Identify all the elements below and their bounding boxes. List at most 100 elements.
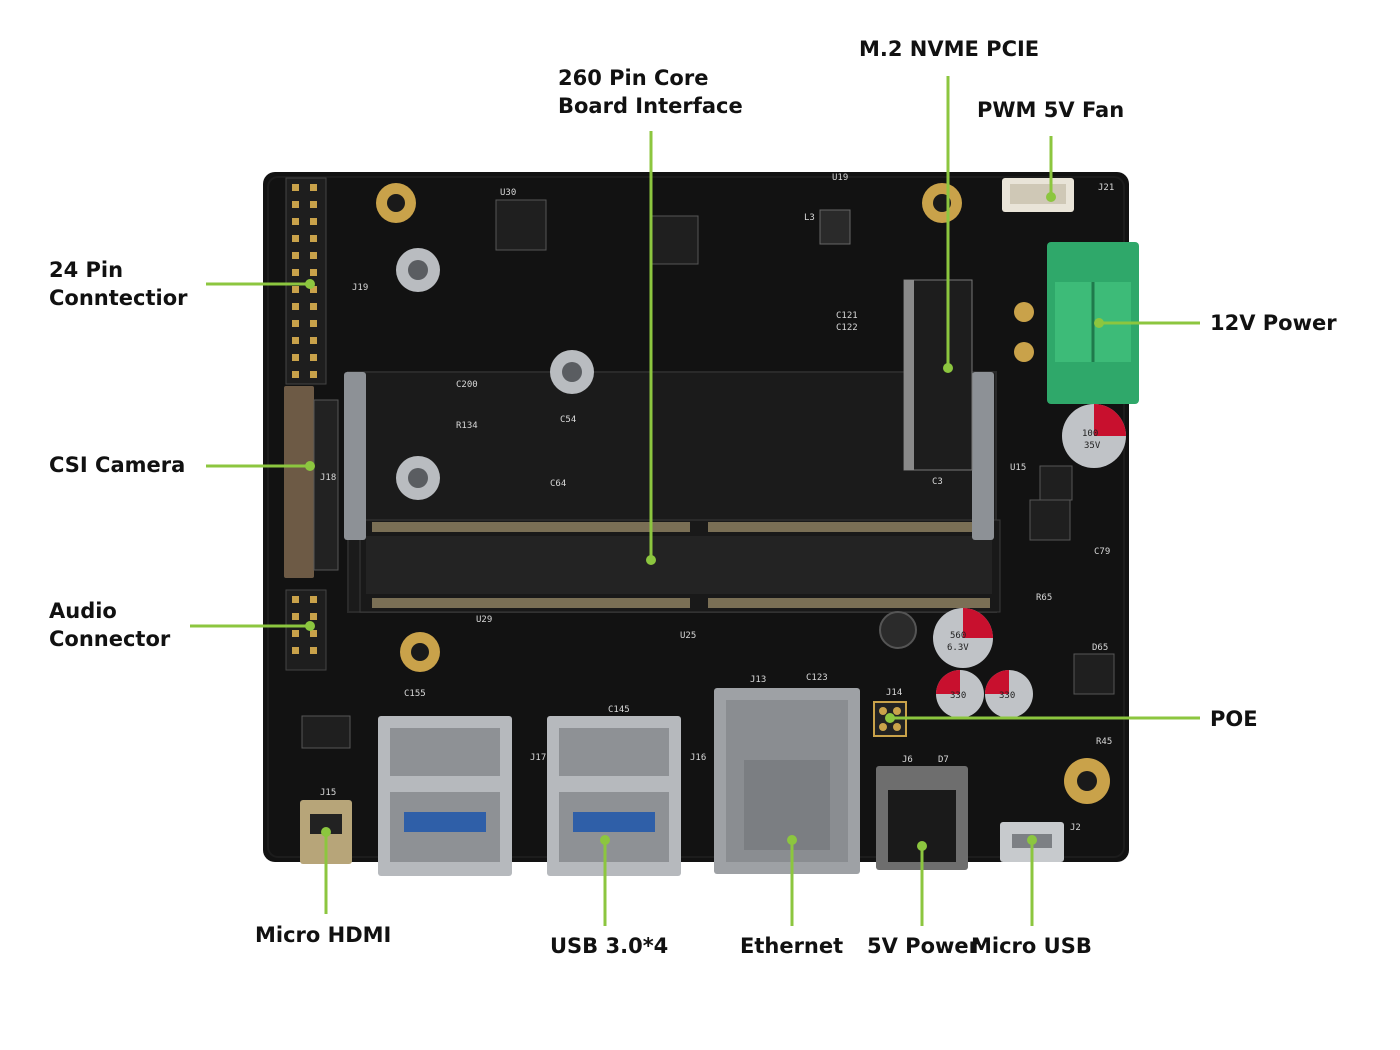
header-pin [292,184,299,191]
label-poe: POE [1210,707,1258,731]
audio-pin [310,596,317,603]
cap-text-100: 100 [1082,429,1098,439]
audio-pin [292,630,299,637]
pad-12v [1014,302,1034,322]
silk-l3: L3 [804,213,815,223]
silk-j16: J16 [690,753,706,763]
audio-pin [310,630,317,637]
silk-r134: R134 [456,421,478,431]
socket-pins-top-right [708,522,990,532]
silk-r45: R45 [1096,737,1112,747]
callout-hdmi-dot [321,827,331,837]
label-micro-hdmi: Micro HDMI [255,923,392,947]
capacitor-560 [933,608,993,668]
socket-latch-right [972,372,994,540]
silk-j6: J6 [902,755,913,765]
header-pin [292,320,299,327]
ic-u16 [1029,499,1071,541]
header-pin [310,184,317,191]
callout-12v-dot [1094,318,1104,328]
header-pin [310,286,317,293]
header-pin [310,252,317,259]
header-pin [310,320,317,327]
socket-pins-bottom-right [708,598,990,608]
silk-c123: C123 [806,673,828,683]
header-pin [292,218,299,225]
capacitor-330-b [985,670,1033,718]
label-csi-camera: CSI Camera [49,453,186,477]
ic-d65 [1073,653,1115,695]
silkscreen: U30 U19 L3 U15 J13 J14 J6 D7 J21 J19 J18… [320,173,1114,833]
silk-j2: J2 [1070,823,1081,833]
header-pin [292,269,299,276]
silk-j21: J21 [1098,183,1114,193]
silk-d7: D7 [938,755,949,765]
label-core-board-line2: Board Interface [558,94,743,118]
silk-c155: C155 [404,689,426,699]
silk-u15: U15 [1010,463,1026,473]
ic-u30 [495,199,547,251]
audio-pin [292,613,299,620]
cap-text-330-b: 330 [999,691,1015,701]
callout-csi-dot [305,461,315,471]
callout-core-dot [646,555,656,565]
label-ethernet: Ethernet [740,934,844,958]
silk-c3: C3 [932,477,943,487]
header-pin [310,201,317,208]
inductor-l3 [819,209,851,245]
silk-u19: U19 [832,173,848,183]
header-pin [292,235,299,242]
cap-text-63v: 6.3V [947,643,969,653]
header-pin [292,201,299,208]
silk-c54: C54 [560,415,576,425]
silk-u30: U30 [500,188,516,198]
silk-c200: C200 [456,380,478,390]
socket-pins-top-left [372,522,690,532]
silk-j18: J18 [320,473,336,483]
csi-connector-body [313,399,339,571]
label-core-board: 260 Pin Core Board Interface [558,64,743,120]
callouts [190,76,1200,926]
audio-pin [292,647,299,654]
audio-pin [292,596,299,603]
capacitor-330-a [936,670,984,718]
header-pin [292,371,299,378]
header-pin [310,303,317,310]
pin-header-24-pins [292,184,317,378]
label-fan: PWM 5V Fan [977,98,1125,122]
m2-pins [904,280,914,470]
socket-pins-bottom-left [372,598,690,608]
socket-latch-left [344,372,366,540]
header-pin [310,235,317,242]
ic-main [649,215,699,265]
csi-connector [284,386,314,578]
silk-c122: C122 [836,323,858,333]
header-pin [310,337,317,344]
silk-c79: C79 [1094,547,1110,557]
ic-hdmi [301,715,351,749]
cap-text-330-a: 330 [950,691,966,701]
callout-microusb-dot [1027,835,1037,845]
header-pin [310,371,317,378]
capacitor-text: 100 35V 560 6.3V 330 330 [947,429,1101,701]
callout-5v-dot [917,841,927,851]
label-micro-usb: Micro USB [971,934,1092,958]
m2-slot [903,279,973,471]
callout-usb-dot [600,835,610,845]
ic-u15 [1039,465,1073,501]
silk-c121: C121 [836,311,858,321]
header-pin [292,303,299,310]
header-pin [292,354,299,361]
callout-ethernet-dot [787,835,797,845]
header-pin [292,337,299,344]
header-pin [310,218,317,225]
header-pin [310,354,317,361]
cap-text-560: 560 [950,631,966,641]
callout-fan-dot [1046,192,1056,202]
capacitor-100 [1062,404,1126,468]
callout-nvme-dot [943,363,953,373]
silk-u29: U29 [476,615,492,625]
label-audio-line1: Audio [49,599,117,623]
silk-u25: U25 [680,631,696,641]
label-audio: Audio Connector [49,597,170,653]
